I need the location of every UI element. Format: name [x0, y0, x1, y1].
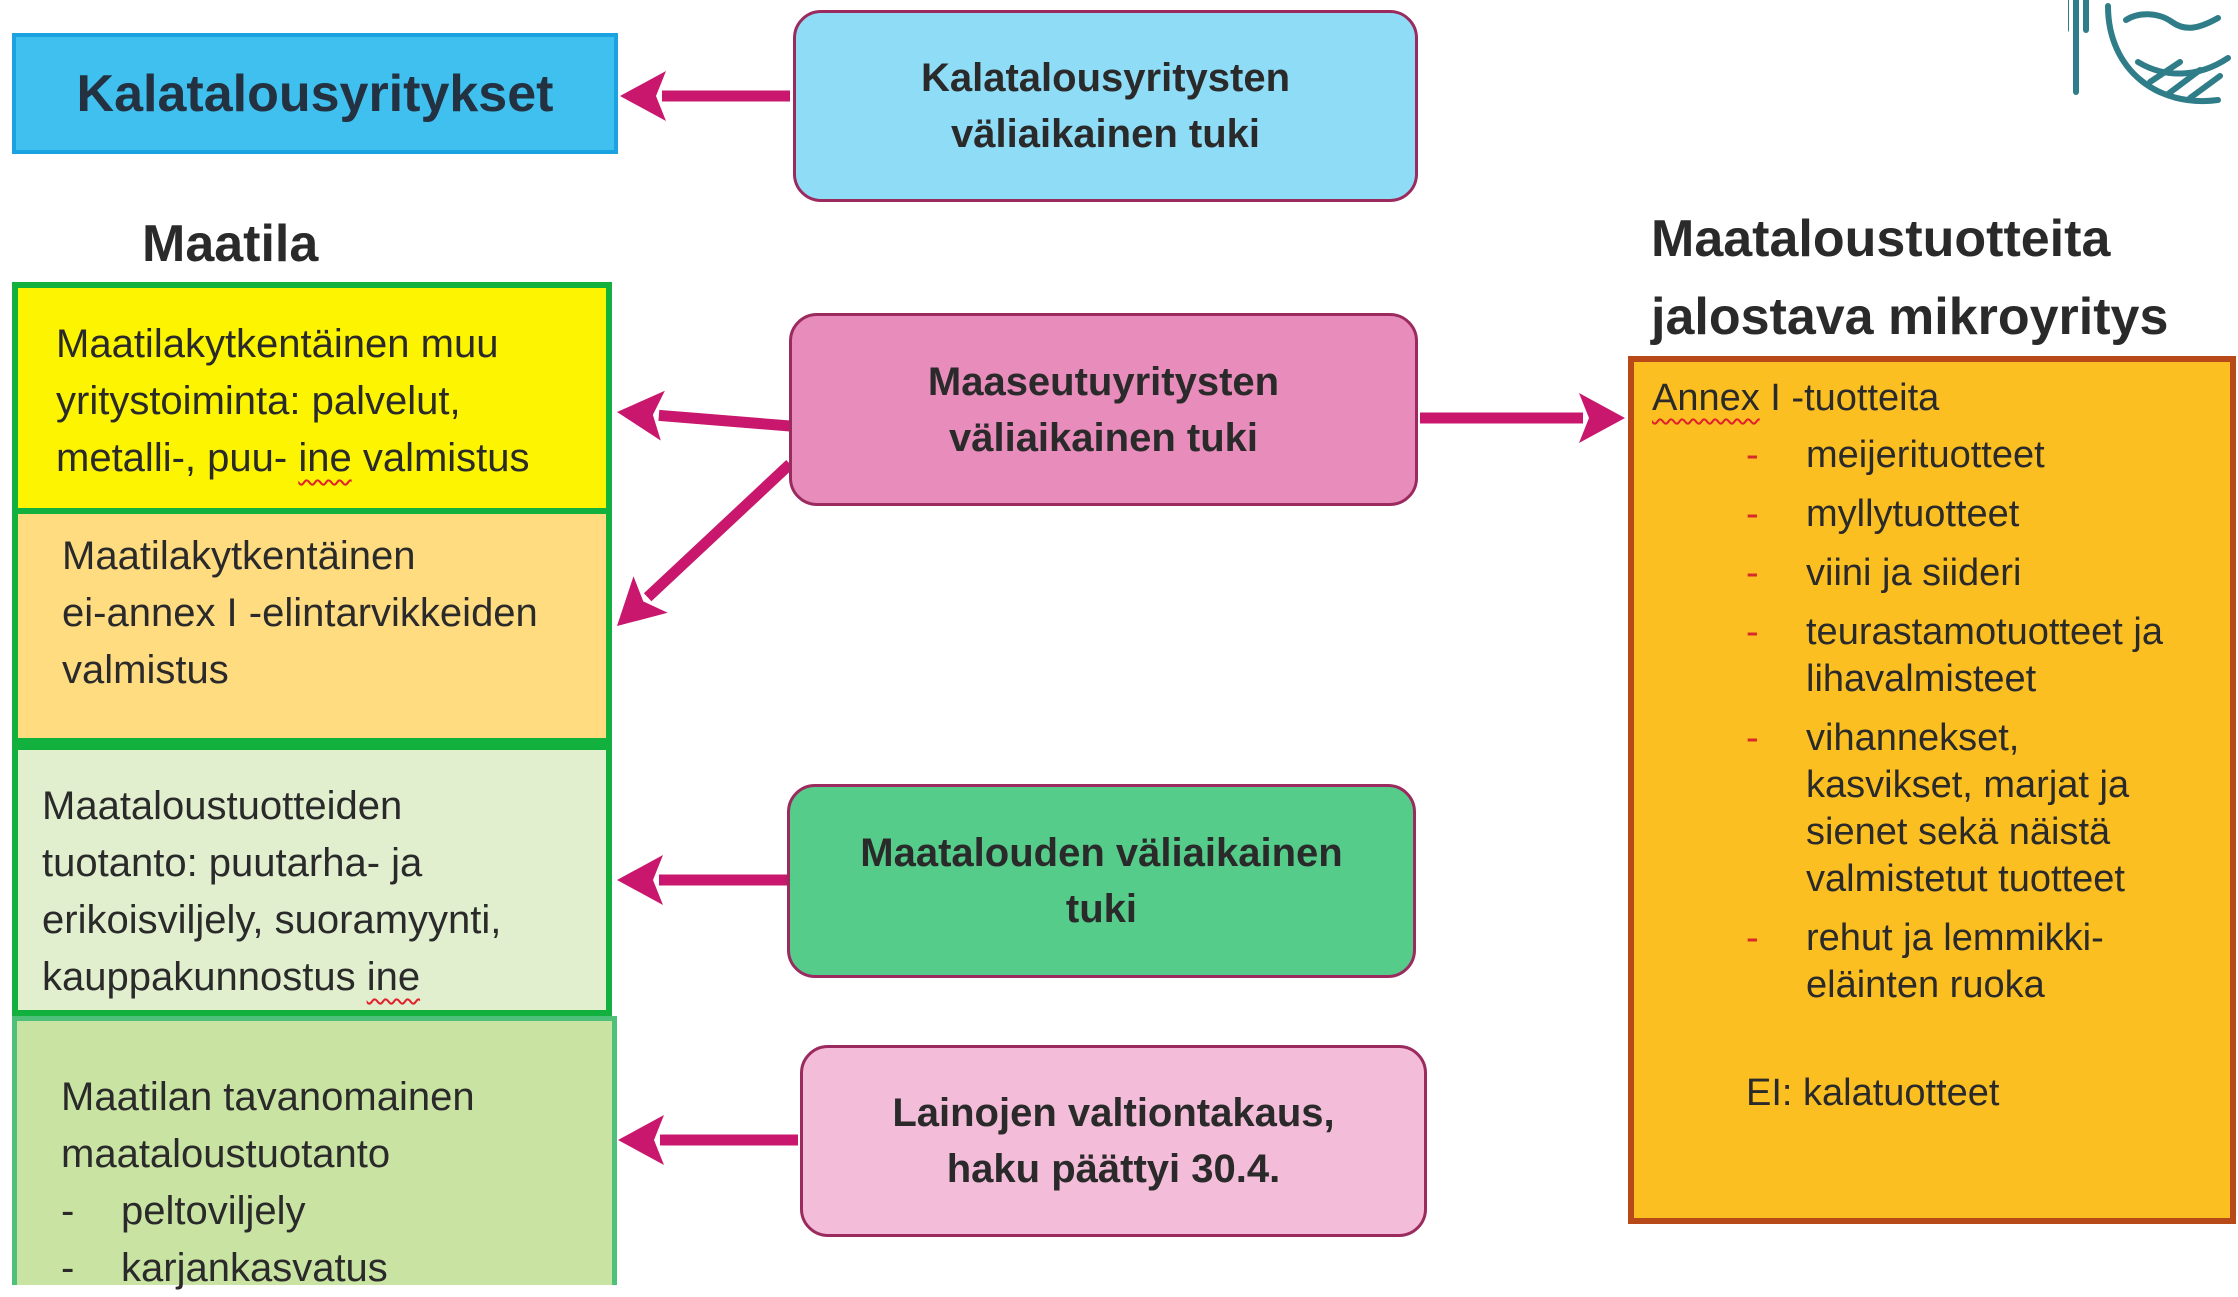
kalatalousyritykset-title: Kalatalousyritykset	[76, 64, 554, 123]
arrow-to-ei-annex-head	[617, 576, 668, 626]
annex-i-list: -meijerituotteet -myllytuotteet -viini j…	[1746, 432, 2196, 1009]
box-maataloustuotteiden-tuotanto: Maataloustuotteiden tuotanto: puutarha- …	[12, 744, 612, 1016]
arrow-to-muu-yritystoiminta-head	[617, 390, 665, 441]
kalatalous-tuki-box: Kalatalousyritysten väliaikainen tuki	[793, 10, 1418, 202]
annex-item-viini: -viini ja siideri	[1746, 552, 2022, 594]
lainojen-valtiontakaus-box: Lainojen valtiontakaus, haku päättyi 30.…	[800, 1045, 1427, 1237]
annex-i-box: Annex I -tuotteita -meijerituotteet -myl…	[1628, 356, 2236, 1224]
box3-line-3: erikoisviljely, suoramyynti,	[42, 898, 502, 942]
annex-item-meijerituotteet: -meijerituotteet	[1746, 434, 2045, 476]
kalatalous-tuki-line-1: Kalatalousyritysten	[920, 56, 1291, 100]
laina-line-1: Lainojen valtiontakaus,	[892, 1091, 1335, 1135]
box2-line-1: Maatilakytkentäinen	[62, 534, 416, 578]
kalatalousyritykset-box: Kalatalousyritykset	[12, 33, 618, 154]
annex-item-rehut: -rehut ja lemmikki-eläinten ruoka	[1746, 917, 2104, 1006]
box3-ine-word: ine	[366, 955, 421, 999]
arrow-to-muu-yritystoiminta-shaft	[658, 409, 791, 432]
box1-ine-word: ine	[298, 436, 352, 480]
box4-line-2: maataloustuotanto	[61, 1132, 391, 1176]
mikroyritys-heading-line-1: Maataloustuotteita	[1651, 210, 2111, 268]
ei-kalatuotteet-note: EI: kalatuotteet	[1746, 1072, 2000, 1114]
food-logo-icon	[2068, 0, 2231, 105]
box4-item-2: -karjankasvatus	[61, 1246, 388, 1290]
annex-item-vihannekset: -vihannekset, kasvikset, marjat ja siene…	[1746, 717, 2130, 900]
box2-line-3: valmistus	[62, 648, 229, 692]
laina-line-2: haku päättyi 30.4.	[946, 1147, 1281, 1191]
annex-item-teurastamo: -teurastamotuotteet ja lihavalmisteet	[1746, 611, 2163, 700]
box3-line-1: Maataloustuotteiden	[42, 784, 403, 828]
box2-line-2: ei-annex I -elintarvikkeiden	[62, 591, 538, 635]
maaseutu-tuki-line-1: Maaseutuyritysten	[927, 359, 1280, 404]
maatila-heading: Maatila	[142, 215, 319, 273]
arrow-to-annex-i-head	[1579, 393, 1625, 443]
box3-line-4: kauppakunnostus ine	[42, 955, 421, 999]
arrow-to-maataloustuotanto-head	[617, 855, 663, 905]
maatalous-tuki-line-1: Maatalouden väliaikainen	[860, 831, 1343, 875]
box1-line-2: yritystoiminta: palvelut,	[56, 379, 461, 423]
mikroyritys-heading: Maataloustuotteita jalostava mikroyritys	[1651, 200, 2238, 356]
maaseutu-tuki-box: Maaseutuyritysten väliaikainen tuki	[789, 313, 1418, 506]
box1-line-1: Maatilakytkentäinen muu	[56, 322, 499, 366]
arrow-to-tavanomainen-head	[618, 1115, 664, 1165]
box3-line-2: tuotanto: puutarha- ja	[42, 841, 423, 885]
annex-item-myllytuotteet: -myllytuotteet	[1746, 493, 2020, 535]
kalatalous-tuki-line-2: väliaikainen tuki	[950, 112, 1261, 156]
box-muu-yritystoiminta: Maatilakytkentäinen muu yritystoiminta: …	[12, 282, 612, 514]
maatalous-tuki-box: Maatalouden väliaikainen tuki	[787, 784, 1416, 978]
annex-word: Annex	[1652, 377, 1760, 419]
annex-i-title: Annex I -tuotteita	[1652, 377, 1940, 419]
mikroyritys-heading-line-2: jalostava mikroyritys	[1651, 288, 2169, 346]
arrow-to-kalatalousyritykset-head	[620, 71, 666, 121]
arrow-to-ei-annex-shaft	[643, 459, 794, 602]
box1-line-3: metalli-, puu- ine valmistus	[56, 436, 530, 480]
box-ei-annex-elintarvikkeet: Maatilakytkentäinen ei-annex I -elintarv…	[12, 514, 612, 744]
box4-item-1: -peltoviljely	[61, 1189, 306, 1233]
maatalous-tuki-line-2: tuki	[1065, 887, 1138, 931]
maaseutu-tuki-line-2: väliaikainen tuki	[948, 415, 1258, 460]
box4-line-1: Maatilan tavanomainen	[61, 1075, 475, 1119]
box-tavanomainen-maataloustuotanto: Maatilan tavanomainen maataloustuotanto …	[12, 1016, 617, 1290]
